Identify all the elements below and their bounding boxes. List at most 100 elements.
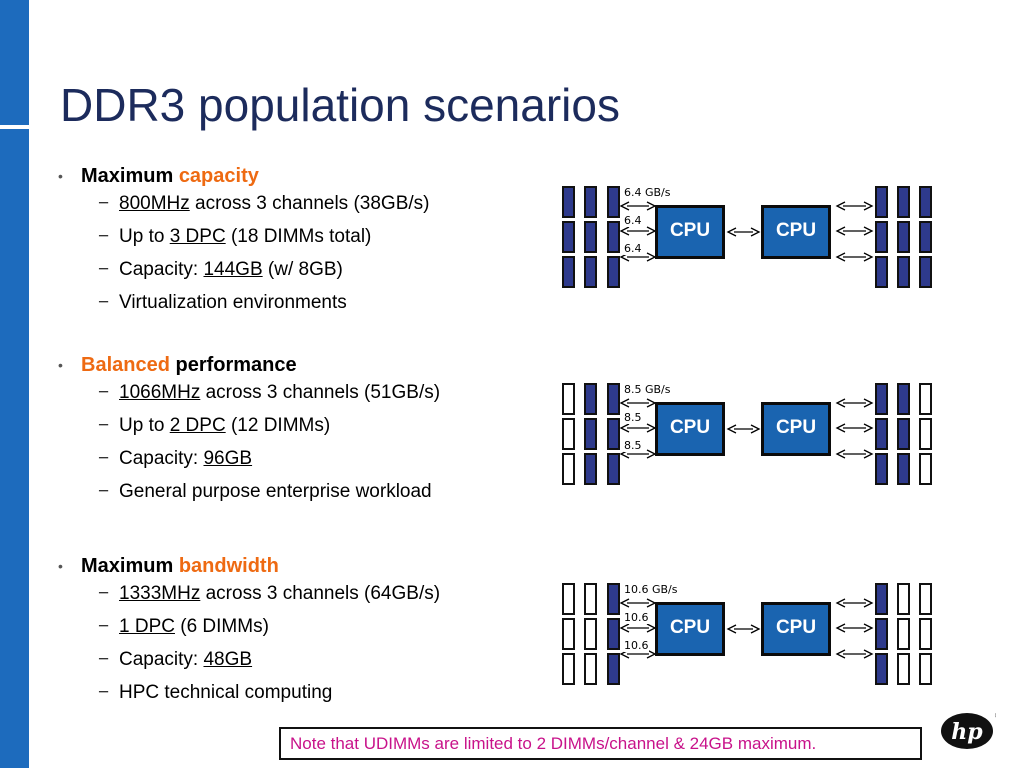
bullet-dot: • bbox=[58, 558, 63, 574]
hp-logo: hp ® bbox=[940, 712, 1001, 750]
dimm-slot-populated bbox=[584, 186, 597, 218]
dimm-slot-empty bbox=[919, 653, 932, 685]
dimm-slot-populated bbox=[875, 221, 888, 253]
channel-arrow-right-head-left bbox=[835, 398, 846, 408]
dimm-slot-populated bbox=[607, 256, 620, 288]
channel-arrow-left-head-left bbox=[619, 226, 630, 236]
dimm-slot-populated bbox=[607, 618, 620, 650]
channel-arrow-right-head-right bbox=[863, 423, 874, 433]
dimm-slot-populated bbox=[584, 418, 597, 450]
sub-item-rest: (6 DIMMs) bbox=[174, 616, 269, 637]
sub-item-prefix: Up to bbox=[119, 415, 170, 436]
dimm-slot-populated bbox=[584, 256, 597, 288]
qpi-arrow-head-right bbox=[750, 227, 761, 237]
dimm-slot-populated bbox=[607, 653, 620, 685]
dimm-slot-populated bbox=[875, 186, 888, 218]
sub-item-rest: (w/ 8GB) bbox=[262, 259, 343, 280]
bandwidth-label: 6.4 GB/s bbox=[624, 186, 671, 199]
dimm-slot-empty bbox=[584, 583, 597, 615]
dimm-slot-populated bbox=[584, 383, 597, 415]
sidebar-notch bbox=[0, 125, 29, 129]
dimm-slot-populated bbox=[607, 383, 620, 415]
sub-item-link[interactable]: 96GB bbox=[203, 448, 253, 469]
sub-item-link[interactable]: 3 DPC bbox=[169, 226, 226, 247]
channel-bandwidth-label: 8.5 bbox=[624, 411, 642, 424]
dimm-slot-populated bbox=[875, 383, 888, 415]
dimm-slot-empty bbox=[562, 618, 575, 650]
channel-arrow-right-head-right bbox=[863, 598, 874, 608]
sub-item-prefix: Capacity: bbox=[119, 259, 204, 280]
sub-item-link[interactable]: 1066MHz bbox=[119, 382, 201, 403]
dimm-slot-empty bbox=[897, 653, 910, 685]
dimm-slot-populated bbox=[607, 186, 620, 218]
dimm-slot-populated bbox=[875, 583, 888, 615]
dimm-slot-empty bbox=[584, 653, 597, 685]
channel-arrow-left-head-left bbox=[619, 623, 630, 633]
bullet-text-accent: Balanced bbox=[81, 354, 170, 376]
cpu-box: CPU bbox=[761, 402, 831, 456]
sidebar-accent-bar bbox=[0, 0, 29, 768]
dimm-slot-populated bbox=[562, 256, 575, 288]
sub-item-link[interactable]: 800MHz bbox=[119, 193, 190, 214]
qpi-arrow-head-left bbox=[726, 424, 737, 434]
channel-arrow-left-head-left bbox=[619, 398, 630, 408]
dimm-slot-empty bbox=[919, 383, 932, 415]
sub-item-rest: across 3 channels (64GB/s) bbox=[200, 583, 441, 604]
memory-diagram-svg bbox=[562, 186, 932, 288]
channel-arrow-right-head-right bbox=[863, 201, 874, 211]
channel-arrow-left-head-left bbox=[619, 598, 630, 608]
bullet-dot: • bbox=[58, 357, 63, 373]
dimm-slot-populated bbox=[897, 186, 910, 218]
memory-diagram-svg bbox=[562, 583, 932, 685]
channel-arrow-right-head-left bbox=[835, 449, 846, 459]
dimm-slot-populated bbox=[897, 256, 910, 288]
dimm-slot-empty bbox=[897, 618, 910, 650]
sub-item-link[interactable]: 48GB bbox=[203, 649, 253, 670]
channel-arrow-right-head-right bbox=[863, 623, 874, 633]
sub-item-rest: across 3 channels (38GB/s) bbox=[189, 193, 430, 214]
dimm-slot-populated bbox=[607, 221, 620, 253]
channel-bandwidth-label: 10.6 bbox=[624, 611, 649, 624]
channel-bandwidth-label: 8.5 bbox=[624, 439, 642, 452]
dimm-slot-empty bbox=[919, 418, 932, 450]
dimm-slot-empty bbox=[919, 618, 932, 650]
channel-bandwidth-label: 10.6 bbox=[624, 639, 649, 652]
channel-arrow-right-head-right bbox=[863, 252, 874, 262]
dimm-slot-populated bbox=[607, 418, 620, 450]
qpi-arrow-head-left bbox=[726, 624, 737, 634]
sub-item-link[interactable]: 144GB bbox=[203, 259, 263, 280]
dimm-slot-populated bbox=[607, 453, 620, 485]
dimm-slot-populated bbox=[584, 221, 597, 253]
channel-arrow-right-head-right bbox=[863, 226, 874, 236]
dimm-slot-populated bbox=[919, 186, 932, 218]
dimm-slot-populated bbox=[875, 653, 888, 685]
sub-item-link[interactable]: 1 DPC bbox=[119, 616, 175, 637]
qpi-arrow-head-left bbox=[726, 227, 737, 237]
dimm-slot-empty bbox=[897, 583, 910, 615]
bandwidth-label: 10.6 GB/s bbox=[624, 583, 678, 596]
sub-item-prefix: Virtualization environments bbox=[119, 292, 347, 313]
bullet-text-dark: performance bbox=[169, 354, 297, 376]
hp-logo-icon: hp ® bbox=[941, 712, 1001, 749]
sub-item-prefix: Up to bbox=[119, 226, 170, 247]
bullet-text-accent: bandwidth bbox=[178, 555, 279, 577]
sub-item-link[interactable]: 1333MHz bbox=[119, 583, 201, 604]
dimm-slot-empty bbox=[562, 418, 575, 450]
channel-arrow-right-head-left bbox=[835, 623, 846, 633]
channel-arrow-right-head-left bbox=[835, 598, 846, 608]
sub-item-link[interactable]: 2 DPC bbox=[169, 415, 226, 436]
memory-diagram-svg bbox=[562, 383, 932, 485]
channel-arrow-left-head-left bbox=[619, 423, 630, 433]
dimm-slot-populated bbox=[875, 418, 888, 450]
hp-logo-mark: ® bbox=[994, 712, 996, 720]
cpu-box: CPU bbox=[761, 602, 831, 656]
sub-item-prefix: Capacity: bbox=[119, 448, 204, 469]
sub-item-prefix: General purpose enterprise workload bbox=[119, 481, 432, 502]
dimm-slot-populated bbox=[562, 186, 575, 218]
channel-arrow-right-head-left bbox=[835, 226, 846, 236]
dimm-slot-empty bbox=[562, 453, 575, 485]
channel-arrow-right-head-left bbox=[835, 423, 846, 433]
cpu-box: CPU bbox=[655, 205, 725, 259]
